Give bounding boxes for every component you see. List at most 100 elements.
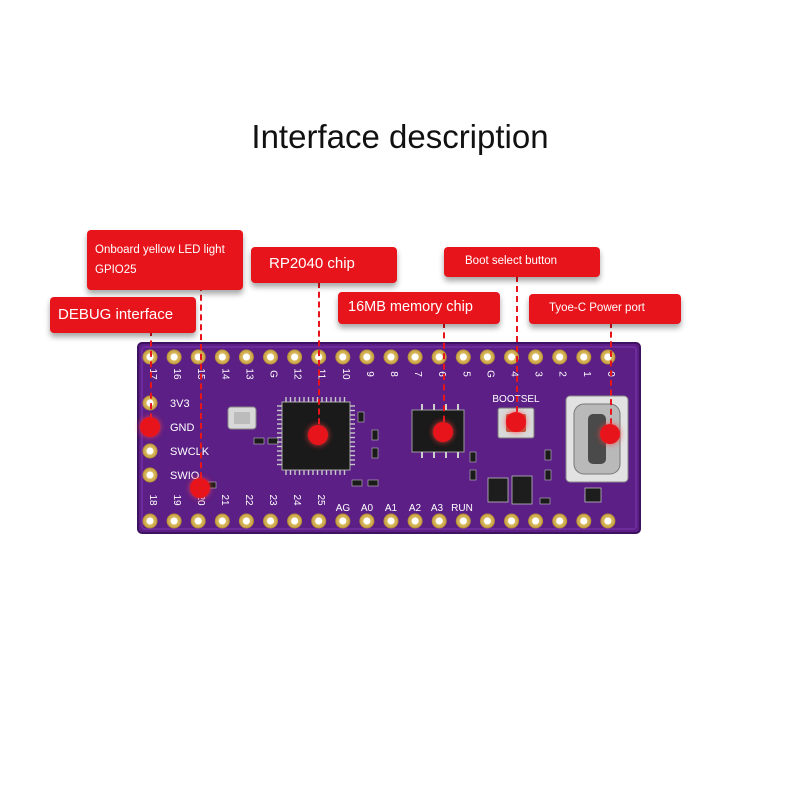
callout-memory-label: 16MB memory chip <box>348 299 473 315</box>
top-pin-label: G <box>484 370 495 378</box>
top-pin-pad <box>359 349 375 365</box>
bottom-pin-label: AG <box>336 503 351 514</box>
top-pin-label: 2 <box>557 371 568 377</box>
marker-boot <box>506 412 526 432</box>
bottom-pin-pad <box>142 513 158 529</box>
top-pin-pad <box>190 349 206 365</box>
callout-memory-chip: 16MB memory chip <box>338 292 500 324</box>
debug-pin-label: SWIO <box>170 470 200 482</box>
lead-line-typec <box>610 322 612 434</box>
page-title: Interface description <box>251 118 549 155</box>
top-pin-pad <box>407 349 423 365</box>
callout-led-line1: Onboard yellow LED light <box>95 244 225 256</box>
bottom-pin-pad <box>166 513 182 529</box>
callout-led-line2: GPIO25 <box>95 264 137 276</box>
top-pin-label: 12 <box>292 368 303 380</box>
debug-pin-pad <box>142 467 158 483</box>
callout-onboard-led: Onboard yellow LED light GPIO25 <box>87 230 243 290</box>
lead-line-rp2040 <box>318 282 320 434</box>
top-pin-label: 13 <box>243 368 254 380</box>
callout-boot-select: Boot select button <box>444 247 600 277</box>
top-pin-label: 9 <box>364 371 375 377</box>
top-pin-pad <box>287 349 303 365</box>
bottom-pin-pad <box>431 513 447 529</box>
marker-rp2040 <box>308 425 328 445</box>
bottom-pin-pad <box>552 513 568 529</box>
lead-line-debug <box>150 330 152 430</box>
usb-type-c-port <box>565 395 629 483</box>
bottom-pin-label: 18 <box>147 494 158 506</box>
top-pin-label: 7 <box>412 371 423 377</box>
bottom-pin-label: A1 <box>385 503 398 514</box>
top-pin-label: 4 <box>509 371 520 377</box>
debug-pin-label: GND <box>170 422 195 434</box>
debug-pin-label: SWCLK <box>170 446 210 458</box>
bottom-pin-pad <box>576 513 592 529</box>
top-pin-label: 14 <box>219 368 230 380</box>
debug-pin-pad <box>142 443 158 459</box>
bottom-pin-label: RUN <box>451 503 473 514</box>
callout-rp2040: RP2040 chip <box>251 247 397 283</box>
top-pin-pad <box>263 349 278 365</box>
bottom-pin-label: A0 <box>361 503 374 514</box>
top-pin-pad <box>528 349 544 365</box>
top-pin-label: 8 <box>388 371 399 377</box>
top-pin-pad <box>504 349 519 365</box>
bottom-pin-pad <box>600 513 616 529</box>
memory-chip <box>411 404 465 458</box>
bottom-pin-pad <box>311 513 327 529</box>
top-pin-label: 5 <box>460 371 471 377</box>
bottom-pin-label: A3 <box>431 503 444 514</box>
voltage-regulator <box>487 475 602 505</box>
lead-line-memory <box>443 322 445 432</box>
top-pin-pad <box>383 349 399 365</box>
bottom-pin-pad <box>504 513 519 529</box>
marker-memory <box>433 422 453 442</box>
bottom-pin-pad <box>383 513 399 529</box>
top-pin-pad <box>455 349 471 365</box>
top-pin-label: 1 <box>581 371 592 377</box>
top-pin-pad <box>238 349 254 365</box>
top-pin-label: 6 <box>436 371 447 377</box>
callout-rp2040-label: RP2040 chip <box>269 255 355 272</box>
debug-pin-label: 3V3 <box>170 398 190 410</box>
bottom-pin-pad <box>238 513 254 529</box>
bottom-pin-pad <box>335 513 351 529</box>
bottom-pin-label: 23 <box>267 494 278 506</box>
bottom-pin-pad <box>263 513 278 529</box>
top-pin-pad <box>576 349 592 365</box>
top-pin-label: 3 <box>533 371 544 377</box>
top-pin-label: 11 <box>316 369 327 380</box>
lead-line-led <box>200 275 202 488</box>
bottom-pin-pad <box>214 513 230 529</box>
top-pin-pad <box>479 349 495 365</box>
top-pin-pad <box>552 349 568 365</box>
lead-line-boot <box>516 276 518 422</box>
bottom-pin-pad <box>479 513 495 529</box>
bottom-pin-pad <box>190 513 206 529</box>
callout-typec-label: Tyoe-C Power port <box>549 302 645 314</box>
bottom-pin-label: 20 <box>195 494 206 506</box>
top-pin-label: 17 <box>147 368 158 380</box>
top-pin-label: 16 <box>171 368 182 380</box>
top-header-pads <box>142 349 616 365</box>
top-pin-pad <box>600 349 616 365</box>
top-pin-pad <box>431 349 447 365</box>
bottom-pin-label: 19 <box>171 494 182 506</box>
bottom-pin-pad <box>455 513 471 529</box>
bottom-header-pads <box>142 513 616 529</box>
callout-type-c-port: Tyoe-C Power port <box>529 294 681 324</box>
marker-led <box>190 478 210 498</box>
callout-debug-label: DEBUG interface <box>58 306 174 323</box>
marker-debug <box>140 417 160 437</box>
top-pin-label: G <box>268 370 279 378</box>
bottom-pin-pad <box>359 513 375 529</box>
bottom-pin-label: 21 <box>219 494 230 506</box>
bottom-pin-label: 24 <box>291 494 302 506</box>
bottom-pin-pad <box>287 513 303 529</box>
bottom-pin-label: 22 <box>243 494 254 506</box>
marker-typec <box>600 424 620 444</box>
bottom-pin-label: A2 <box>409 503 422 514</box>
